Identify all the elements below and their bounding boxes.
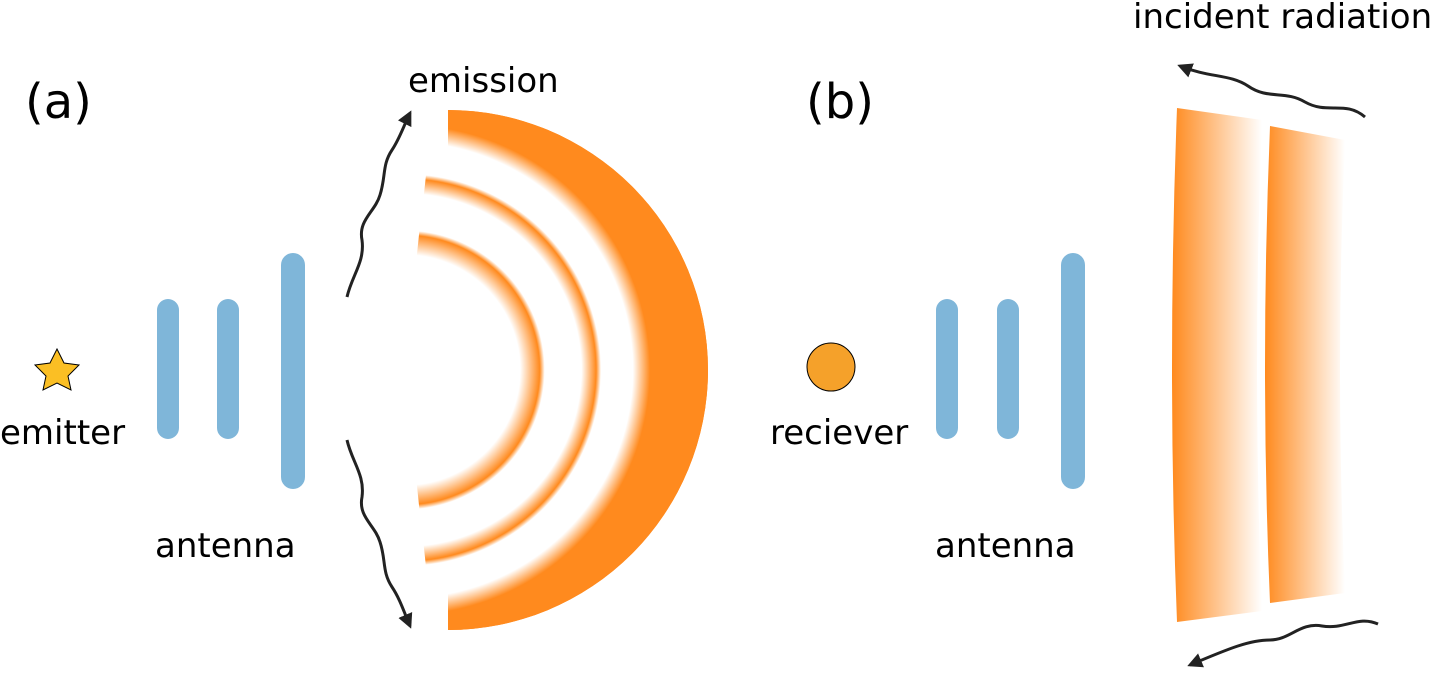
emission-arrow-down <box>345 439 413 629</box>
emission-label: emission <box>408 61 559 101</box>
antenna-label: antenna <box>155 526 296 566</box>
antenna-label: antenna <box>935 526 1076 566</box>
emitter-label: emitter <box>0 413 125 453</box>
panel-b: (b) reciever antenna incident radiation <box>770 0 1432 668</box>
panel-a-label: (a) <box>25 74 92 130</box>
receiver-label: reciever <box>770 413 908 453</box>
emission-arrow-up <box>345 110 412 298</box>
incident-arrow-bottom <box>1187 619 1379 668</box>
incident-arrow-top <box>1177 63 1366 119</box>
panel-a: (a) emitter antenna emission <box>0 60 708 675</box>
emission-wavefronts-core <box>405 225 549 515</box>
circle-icon <box>806 342 856 392</box>
panel-b-label: (b) <box>806 74 874 130</box>
radiation-label: incident radiation <box>1133 0 1432 37</box>
star-icon <box>33 347 81 391</box>
incident-wavefront <box>1172 108 1262 622</box>
incident-wavefront <box>1265 126 1345 603</box>
